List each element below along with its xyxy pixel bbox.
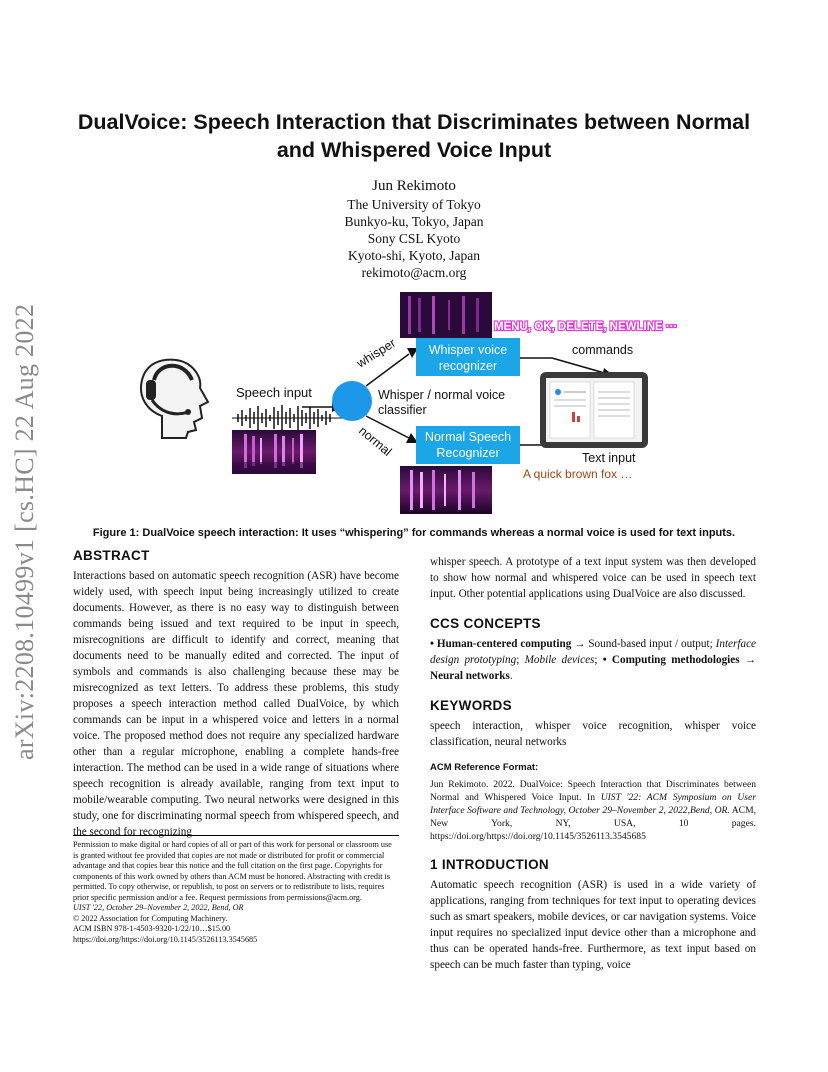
venue-line: UIST '22, October 29–November 2, 2022, B… — [73, 903, 244, 912]
isbn-line: ACM ISBN 978-1-4503-9320-1/22/10…$15.00 — [73, 924, 231, 933]
ccs-end: . — [509, 670, 513, 682]
acm-ref-part2: ACM, New York, NY, USA, 10 pages. https:… — [430, 805, 756, 842]
intro-text: Automatic speech recognition (ASR) is us… — [430, 879, 756, 971]
acm-ref-heading: ACM Reference Format: — [430, 762, 539, 773]
author-block: Jun Rekimoto The University of Tokyo Bun… — [214, 176, 614, 281]
tablet-icon — [540, 372, 648, 448]
abstract-heading: ABSTRACT — [73, 548, 150, 563]
author-name: Jun Rekimoto — [372, 178, 456, 194]
ccs-text: • Human-centered computing → Sound-based… — [430, 636, 756, 684]
ccs-concept-1: • Human-centered computing — [430, 638, 572, 650]
classifier-circle — [332, 381, 372, 421]
right-column: whisper speech. A prototype of a text in… — [430, 554, 756, 973]
normal-branch-label: normal — [356, 424, 394, 459]
speech-input-label: Speech input — [236, 385, 312, 400]
classifier-label-line1: Whisper / normal voice — [378, 388, 505, 402]
normal-spectrogram — [400, 466, 492, 514]
author-email: rekimoto@acm.org — [361, 265, 467, 280]
left-column: ABSTRACT Interactions based on automatic… — [73, 548, 399, 840]
classifier-label-line2: classifier — [378, 403, 427, 417]
abstract-continued: whisper speech. A prototype of a text in… — [430, 556, 756, 600]
normal-recognizer-label-1: Normal Speech — [425, 430, 511, 444]
ccs-concept-4: • Computing methodologies → Neural netwo… — [430, 654, 757, 682]
paper-title: DualVoice: Speech Interaction that Discr… — [77, 110, 751, 162]
ccs-sep-2: ; — [594, 654, 603, 666]
acm-ref-venue: UIST '22: ACM Symposium on User Interfac… — [430, 792, 756, 816]
author-affiliation-1: The University of Tokyo — [347, 197, 481, 212]
whisper-branch-label: whisper — [353, 336, 398, 371]
ccs-heading: CCS CONCEPTS — [430, 616, 541, 631]
author-affiliation-2: Bunkyo-ku, Tokyo, Japan — [344, 214, 484, 229]
whisper-recognizer-label-2: recognizer — [439, 359, 497, 373]
ccs-concept-1-sub: → Sound-based input / output; — [571, 638, 713, 650]
author-affiliation-4: Kyoto-shi, Kyoto, Japan — [348, 248, 480, 263]
head-with-headset-icon — [140, 358, 210, 439]
normal-recognizer-box — [416, 426, 520, 464]
arxiv-stamp: arXiv:2208.10499v1 [cs.HC] 22 Aug 2022 — [10, 303, 39, 760]
acm-ref-part1: Jun Rekimoto. 2022. DualVoice: Speech In… — [430, 779, 756, 803]
ccs-concept-3: Mobile devices — [524, 654, 595, 666]
author-affiliation-3: Sony CSL Kyoto — [367, 231, 461, 246]
intro-heading: 1 INTRODUCTION — [430, 857, 549, 872]
keywords-heading: KEYWORDS — [430, 698, 512, 713]
permission-text: Permission to make digital or hard copie… — [73, 840, 392, 902]
ccs-sep-1: ; — [516, 654, 525, 666]
acm-ref-text: Jun Rekimoto. 2022. DualVoice: Speech In… — [430, 778, 756, 843]
normal-recognizer-label-2: Recognizer — [436, 446, 499, 460]
commands-label: commands — [572, 343, 633, 357]
figure-dualvoice-diagram: Speech input Whisper / normal voice clas… — [140, 292, 678, 514]
text-input-label: Text input — [582, 451, 636, 465]
copyright-line: © 2022 Association for Computing Machine… — [73, 913, 228, 923]
quick-fox-text: A quick brown fox … — [523, 467, 632, 481]
ccs-concept-2: Interface design prototyping — [430, 638, 757, 666]
whisper-spectrogram — [400, 292, 492, 338]
whisper-recognizer-box — [416, 338, 520, 376]
doi-line: https://doi.org/https://doi.org/10.1145/… — [73, 934, 258, 944]
waveform-icon — [232, 405, 342, 431]
whisper-recognizer-label-1: Whisper voice — [429, 343, 508, 357]
input-spectrogram — [232, 430, 316, 474]
command-words: MENU, OK, DELETE, NEWLINE ··· — [494, 321, 677, 333]
keywords-text: speech interaction, whisper voice recogn… — [430, 720, 756, 748]
permission-block: Permission to make digital or hard copie… — [73, 835, 399, 945]
figure-caption: Figure 1: DualVoice speech interaction: … — [92, 527, 736, 539]
abstract-text: Interactions based on automatic speech r… — [73, 570, 399, 838]
